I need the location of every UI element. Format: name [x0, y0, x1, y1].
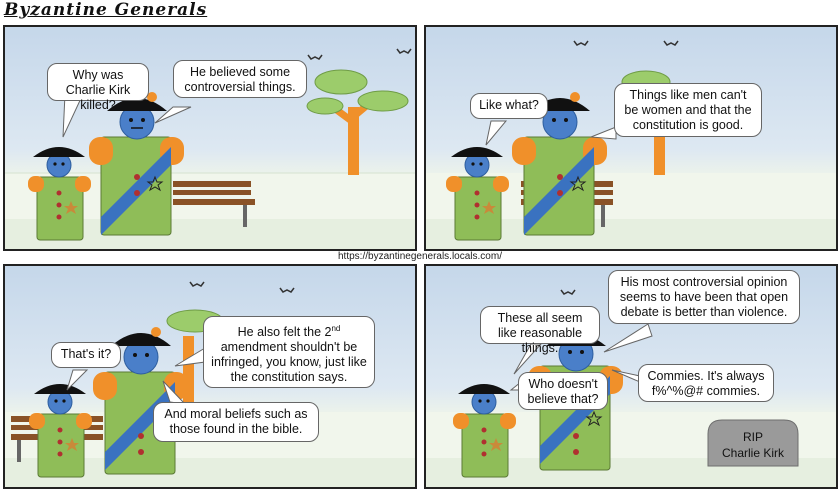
small-general	[28, 147, 91, 241]
panel-2-scene	[426, 40, 836, 249]
small-general	[453, 384, 516, 478]
speech-bubble-big-general: He also felt the 2nd amendment shouldn't…	[203, 316, 375, 388]
speech-bubble-big-general: Things like men can't be women and that …	[614, 83, 762, 137]
tombstone	[707, 419, 799, 467]
bird-icon	[560, 289, 576, 295]
speech-bubble-big-general: Commies. It's always f%^%@# commies.	[638, 364, 774, 402]
comic-url: https://byzantinegenerals.locals.com/	[338, 251, 502, 262]
bird-icon	[189, 281, 295, 293]
comic-title: Byzantine Generals	[4, 0, 208, 20]
big-general	[89, 92, 184, 236]
tree	[306, 69, 409, 175]
speech-bubble-small-general: Why was Charlie Kirk killed?	[47, 63, 149, 112]
speech-bubble-top: His most controversial opinion seems to …	[608, 270, 800, 324]
speech-bubble-big-general: He believed some controversial things.	[173, 60, 307, 98]
bubble-text-part: amendment shouldn't be infringed, you kn…	[211, 340, 367, 385]
panel-3: That's it? He also felt the 2nd amendmen…	[3, 264, 417, 489]
tombstone-line-2: Charlie Kirk	[721, 446, 784, 460]
bench	[173, 181, 255, 227]
tombstone-line-1: RIP	[742, 430, 763, 444]
small-general	[29, 384, 92, 478]
bubble-text-part: He also felt the 2	[237, 325, 332, 340]
panel-1: Why was Charlie Kirk killed? He believed…	[3, 25, 417, 251]
panel-3-scene	[5, 281, 415, 487]
speech-bubble-small-general-1: These all seem like reasonable things.	[480, 306, 600, 355]
panel-1-scene	[5, 48, 415, 249]
small-general	[446, 147, 509, 241]
big-general	[93, 327, 188, 475]
speech-bubble-small-general-2: Who doesn't believe that?	[518, 372, 608, 410]
bird-icon	[307, 48, 412, 60]
panel-4: His most controversial opinion seems to …	[424, 264, 838, 489]
speech-bubble-big-general-2: And moral beliefs such as those found in…	[153, 402, 319, 442]
bubble-text-superscript: nd	[331, 324, 341, 333]
bird-icon	[573, 40, 679, 46]
speech-bubble-small-general: Like what?	[470, 93, 548, 119]
speech-bubble-small-general: That's it?	[51, 342, 121, 368]
panel-2: Like what? Things like men can't be wome…	[424, 25, 838, 251]
